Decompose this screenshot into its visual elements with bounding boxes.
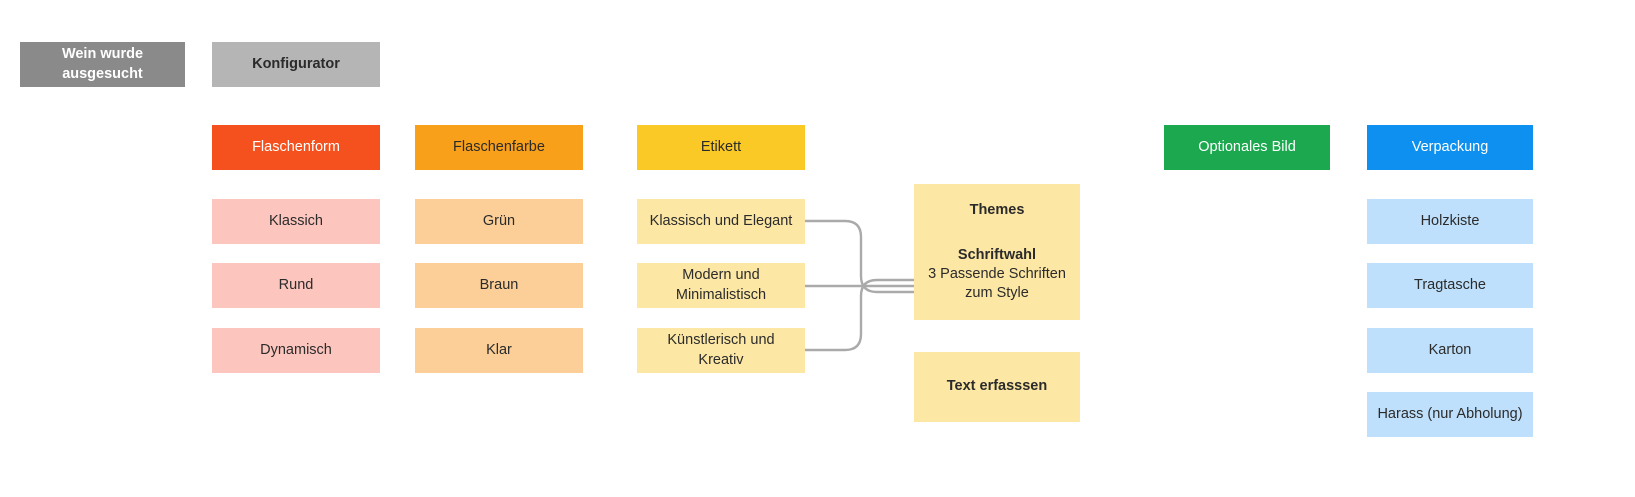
- node-konfigurator[interactable]: Konfigurator: [212, 42, 380, 87]
- connector-kuenstlerisch-kreativ-to-themes: [803, 278, 916, 352]
- option-etikett-modern-und-minimalistisch[interactable]: Modern und Minimalistisch: [637, 263, 805, 308]
- panel-themes-description: 3 Passende Schriften zum Style: [928, 266, 1066, 302]
- option-etikett-klassisch-und-elegant[interactable]: Klassisch und Elegant: [637, 199, 805, 244]
- option-flaschenform-dynamisch[interactable]: Dynamisch: [212, 328, 380, 373]
- option-verpackung-holzkiste[interactable]: Holzkiste: [1367, 199, 1533, 244]
- header-etikett[interactable]: Etikett: [637, 125, 805, 170]
- header-flaschenform[interactable]: Flaschenform: [212, 125, 380, 170]
- panel-text-erfasssen[interactable]: Text erfasssen: [914, 352, 1080, 422]
- header-flaschenfarbe[interactable]: Flaschenfarbe: [415, 125, 583, 170]
- option-flaschenform-rund[interactable]: Rund: [212, 263, 380, 308]
- panel-themes[interactable]: Themes Schriftwahl 3 Passende Schriften …: [914, 184, 1080, 320]
- option-flaschenfarbe-braun[interactable]: Braun: [415, 263, 583, 308]
- node-wein-wurde-ausgesucht[interactable]: Wein wurde ausgesucht: [20, 42, 185, 87]
- panel-themes-title: Themes: [969, 201, 1025, 218]
- header-verpackung[interactable]: Verpackung: [1367, 125, 1533, 170]
- header-optionales-bild[interactable]: Optionales Bild: [1164, 125, 1330, 170]
- option-flaschenfarbe-gruen[interactable]: Grün: [415, 199, 583, 244]
- option-etikett-kuenstlerisch-und-kreativ[interactable]: Künstlerisch und Kreativ: [637, 328, 805, 373]
- option-verpackung-harass[interactable]: Harass (nur Abholung): [1367, 392, 1533, 437]
- option-verpackung-karton[interactable]: Karton: [1367, 328, 1533, 373]
- panel-themes-subtitle: Schriftwahl: [957, 246, 1037, 263]
- connector-klassisch-elegant-to-themes: [803, 219, 916, 294]
- option-flaschenfarbe-klar[interactable]: Klar: [415, 328, 583, 373]
- option-flaschenform-klassich[interactable]: Klassich: [212, 199, 380, 244]
- option-verpackung-tragtasche[interactable]: Tragtasche: [1367, 263, 1533, 308]
